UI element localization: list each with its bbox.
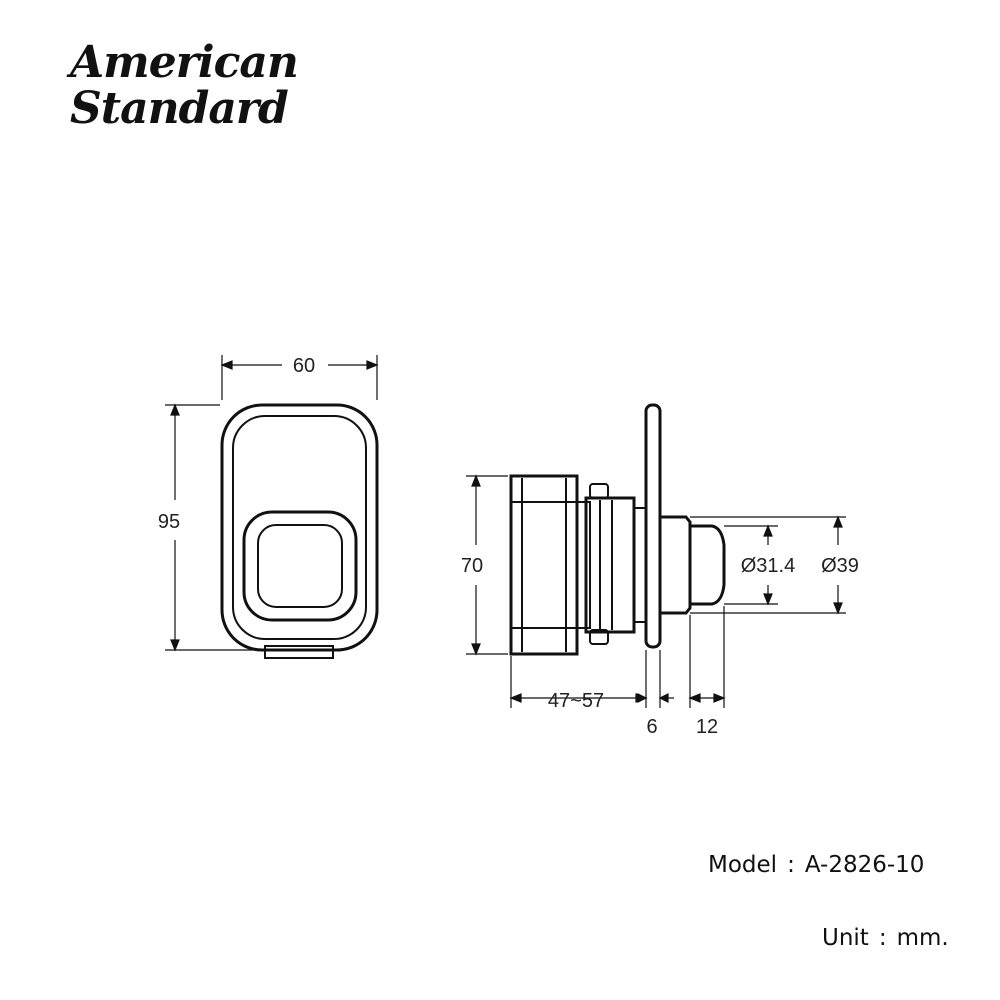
front-dimension-lines	[165, 355, 379, 652]
brand-logo: American Standard	[70, 37, 299, 134]
model-label: Model	[708, 852, 778, 878]
model-separator: :	[787, 852, 795, 878]
valve-body	[509, 474, 579, 656]
threaded-sleeve	[633, 507, 647, 623]
front-plate-tab	[264, 645, 334, 659]
dim-plate-thickness-label: 6	[646, 716, 657, 738]
dim-width-label: 60	[293, 355, 315, 377]
front-handle-outer	[242, 510, 358, 622]
bolt-top	[589, 483, 609, 499]
unit-label: Unit	[822, 925, 869, 951]
unit-value: mm.	[896, 925, 949, 951]
dimension-labels: 60 95 70 Ø31.4 Ø39 47~57 6 12	[158, 355, 859, 738]
model-info: Model: A-2826-10	[708, 852, 924, 878]
handle-cap	[690, 524, 726, 606]
dim-body-height-label: 70	[461, 555, 483, 577]
side-view	[509, 403, 726, 656]
dim-handle-length-label: 12	[696, 716, 718, 738]
dim-inner-diameter-label: Ø31.4	[741, 555, 795, 577]
dim-outer-diameter-label: Ø39	[821, 555, 859, 577]
front-plate-inner	[232, 415, 367, 640]
front-plate-outer	[220, 403, 379, 652]
brand-logo-line2: Standard	[70, 83, 289, 134]
brand-logo-line1: American	[70, 37, 299, 88]
flange	[584, 496, 636, 634]
handle-stem	[660, 515, 692, 615]
dim-height-label: 95	[158, 511, 180, 533]
unit-separator: :	[878, 925, 887, 951]
dim-depth-range-label: 47~57	[548, 690, 604, 712]
wall-plate	[644, 403, 662, 649]
side-dimension-lines	[466, 474, 846, 708]
model-value: A-2826-10	[804, 852, 925, 878]
front-view	[220, 403, 379, 659]
unit-info: Unit: mm.	[822, 925, 949, 951]
front-handle-inner	[257, 524, 343, 608]
